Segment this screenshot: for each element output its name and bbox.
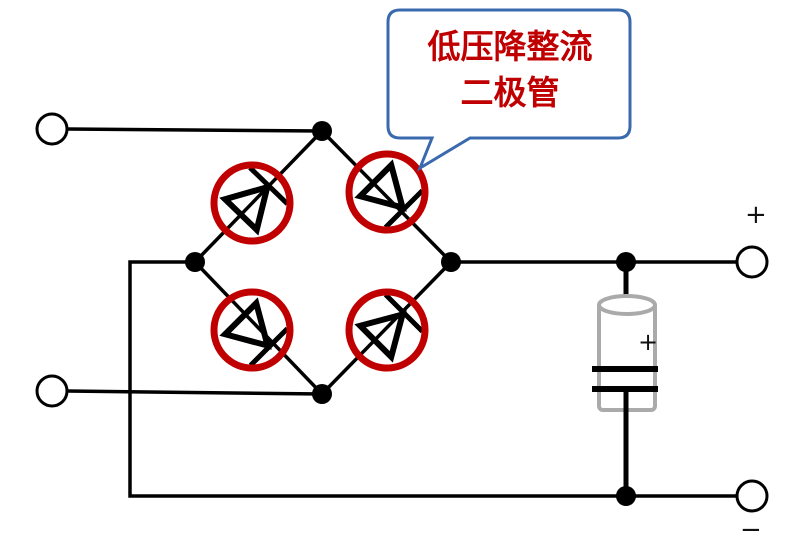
input-terminal-2 [35,374,69,408]
highlight-circle [210,161,294,245]
callout-line-2: 二极管 [460,73,560,112]
junction-dots [185,121,636,506]
diode-1 [210,161,294,245]
callout-line-1: 低压降整流 [427,27,593,66]
diode-4 [345,288,429,372]
highlight-circle [345,150,429,234]
highlight-circle [345,288,429,372]
capacitor-polarity: + [638,328,659,356]
diode-2 [345,150,429,234]
terminals [35,112,769,513]
negative-sign: − [740,515,762,545]
callout-bubble [386,8,632,172]
positive-sign: + [745,200,767,230]
input-terminal-1 [35,112,69,146]
output-terminal-negative [735,479,769,513]
diode-3 [210,288,294,372]
diodes [210,150,429,372]
callout-text: 低压降整流 二极管 [390,24,630,116]
electrolytic-capacitor [592,294,658,420]
highlight-circle [210,288,294,372]
output-terminal-positive [735,245,769,279]
